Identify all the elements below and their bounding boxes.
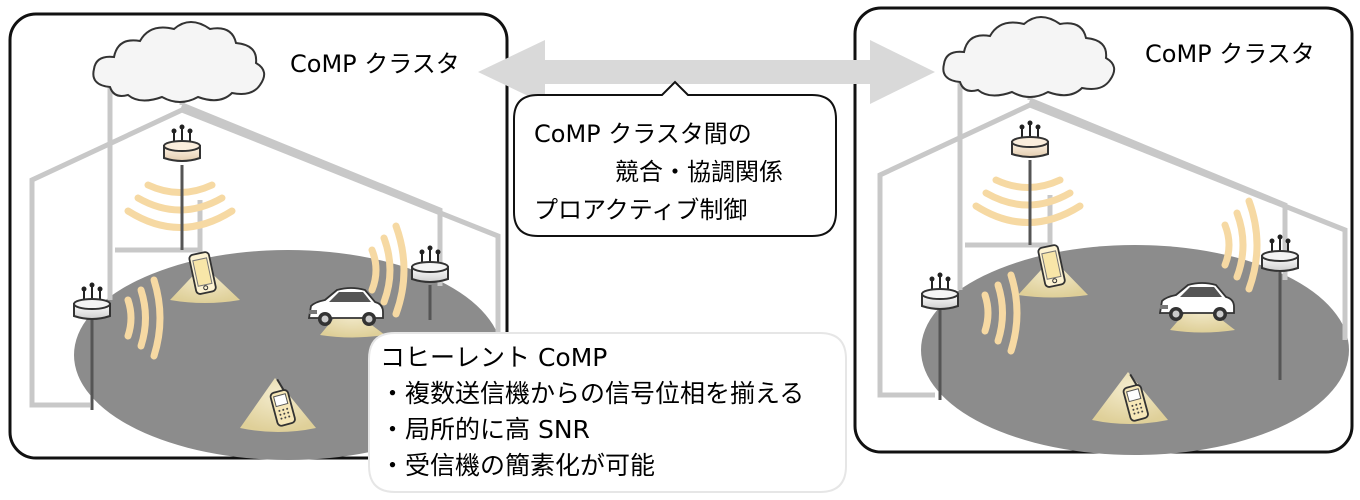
- right-signal-waves-icon: [972, 176, 1261, 355]
- coherent-comp-callout-bubble: [368, 332, 847, 493]
- callout-line-2: 競合・協調関係: [615, 158, 783, 186]
- callout-line-1: CoMP クラスタ間の: [534, 120, 752, 148]
- right-ground: [921, 245, 1349, 455]
- coherent-comp-bullet: ・受信機の簡素化が可能: [380, 451, 656, 480]
- callout-line-3: プロアクティブ制御: [534, 196, 748, 224]
- inter-cluster-arrow: [478, 40, 935, 104]
- inter-cluster-callout-bubble: [513, 80, 837, 237]
- coherent-comp-title: コヒーレント CoMP: [380, 343, 608, 372]
- right-cluster: [853, 6, 1354, 455]
- left-signal-waves-icon: [124, 181, 408, 360]
- coherent-comp-bullet: ・複数送信機からの信号位相を揃える: [380, 379, 805, 408]
- left-cluster-label: CoMP クラスタ: [290, 50, 460, 78]
- coherent-comp-bullet: ・局所的に高 SNR: [380, 415, 590, 444]
- right-cluster-label: CoMP クラスタ: [1145, 40, 1315, 68]
